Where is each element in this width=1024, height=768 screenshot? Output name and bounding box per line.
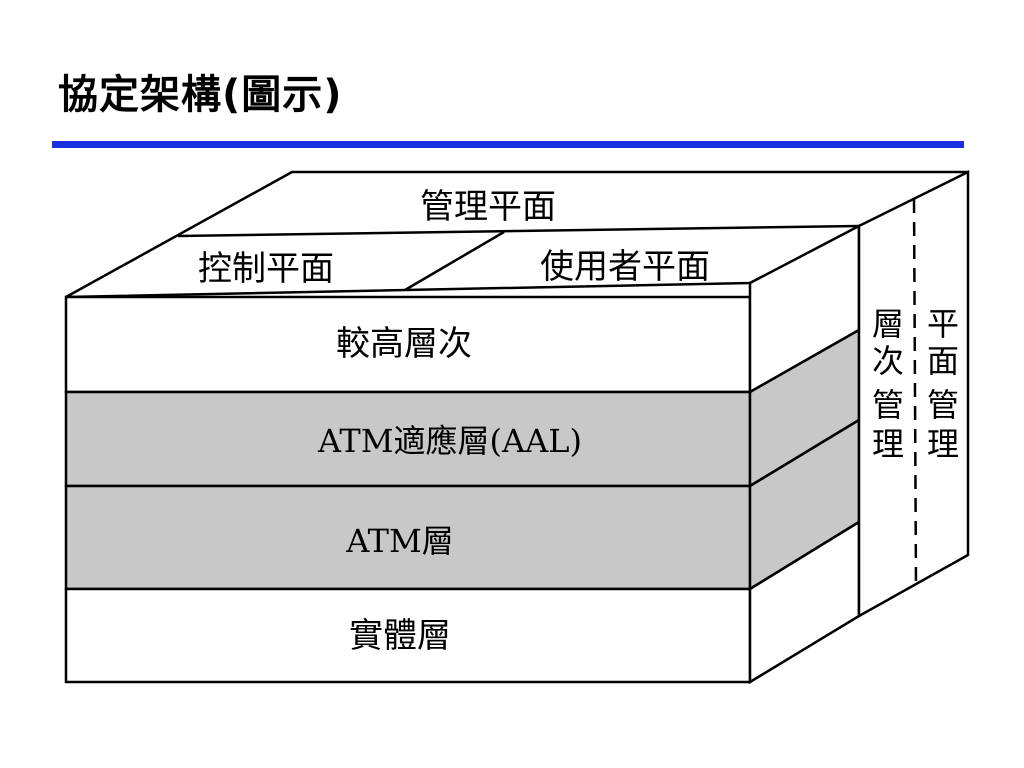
plane-management-char-1: 平 [927, 305, 959, 343]
user-plane-label: 使用者平面 [540, 247, 710, 287]
layer-aal-label: ATM適應層(AAL) [317, 422, 582, 460]
layer-management-char-1: 層 [872, 305, 904, 343]
management-dashed-divider [912, 198, 918, 587]
plane-management-char-2: 面 [927, 342, 959, 380]
layer-physical-box [64, 587, 752, 684]
top-face-divider-horizontal [177, 224, 860, 238]
management-plane-label: 管理平面 [420, 187, 556, 227]
layer-management-char-2: 次 [872, 342, 904, 380]
slide-title: 協定架構(圖示) [58, 72, 343, 118]
control-plane-label: 控制平面 [198, 249, 334, 289]
layer-higher-label: 較高層次 [336, 324, 472, 364]
layer-physical-label: 實體層 [349, 616, 451, 656]
title-divider [52, 141, 964, 148]
management-side-face [857, 169, 970, 619]
plane-management-char-3: 管 [927, 386, 959, 424]
plane-management-char-4: 理 [927, 425, 959, 463]
top-face-divider-diagonal [404, 230, 505, 292]
layer-atm-label: ATM層 [345, 522, 453, 560]
layer-management-char-4: 理 [872, 425, 904, 463]
layer-management-char-3: 管 [872, 386, 904, 424]
